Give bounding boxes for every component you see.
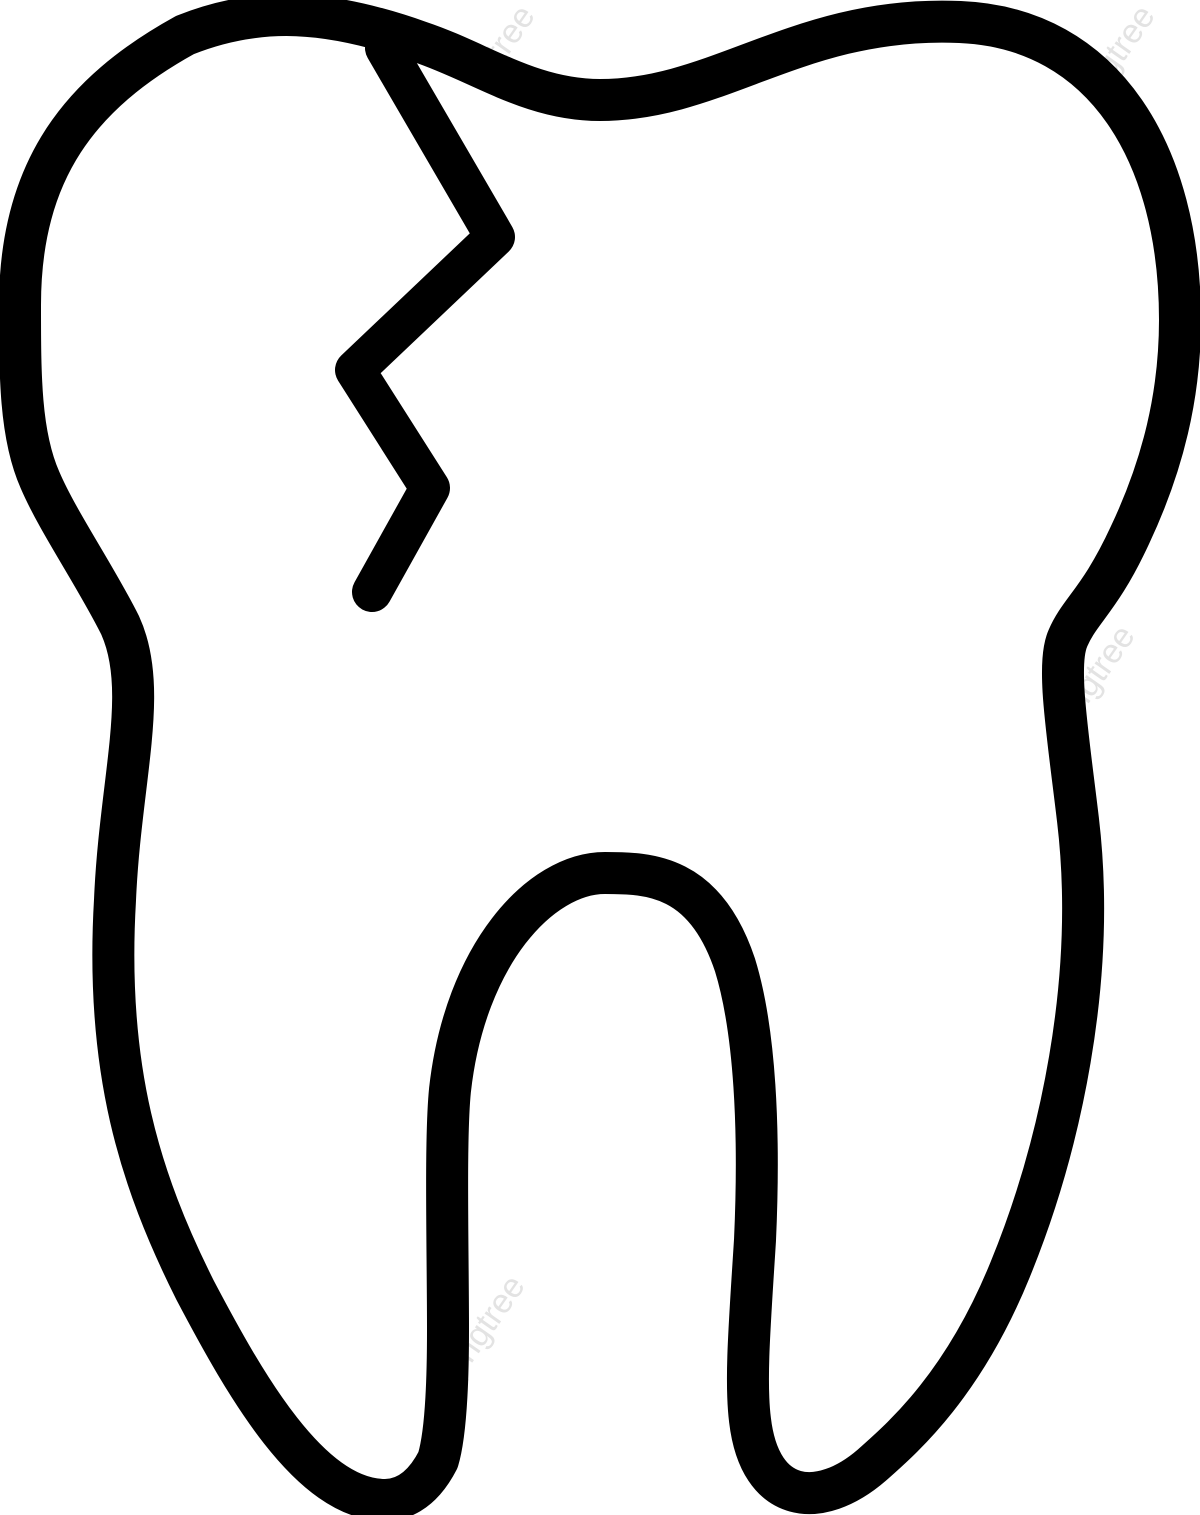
crack-line — [335, 28, 515, 612]
